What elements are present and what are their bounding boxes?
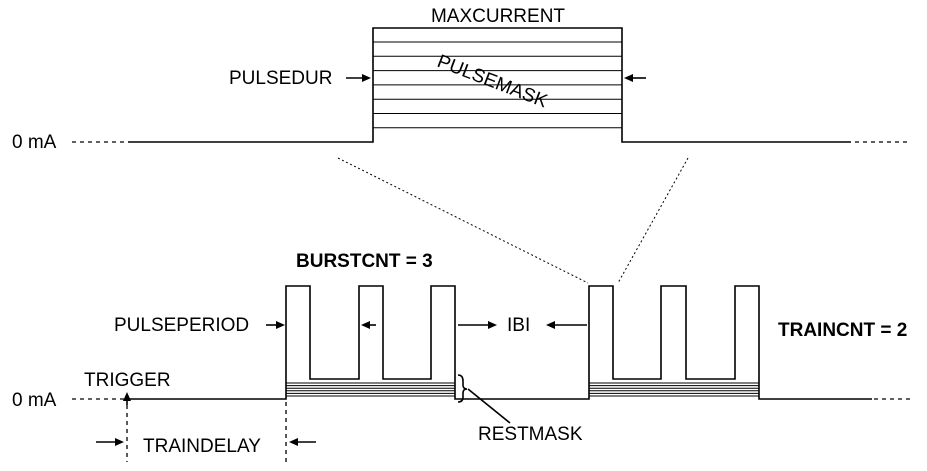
pulsedur-arrowhead-left bbox=[362, 74, 371, 82]
pulseperiod-label: PULSEPERIOD bbox=[114, 315, 249, 336]
zoom-guide-right bbox=[617, 157, 689, 284]
pulseperiod-arrowhead-left bbox=[276, 321, 285, 329]
burstcnt-label: BURSTCNT = 3 bbox=[296, 251, 433, 272]
bottom-zero-ma-label: 0 mA bbox=[12, 390, 57, 411]
traindelay-arrowhead-left bbox=[115, 438, 124, 446]
pulseperiod-arrowhead-right bbox=[361, 321, 370, 329]
pulsemask-hatch bbox=[373, 41, 622, 129]
trigger-arrowhead bbox=[123, 392, 131, 401]
trigger-label: TRIGGER bbox=[84, 370, 171, 391]
ibi-arrowhead-right bbox=[546, 321, 555, 329]
restmask-brace bbox=[457, 374, 468, 403]
pulse-train-diagram: BURSTCNT = 3 TRAINCNT = 2 0 mA PULSEPERI… bbox=[12, 251, 910, 462]
maxcurrent-label: MAXCURRENT bbox=[431, 6, 565, 27]
single-pulse-detail: MAXCURRENT 0 mA PULSEMASK PULSEDUR bbox=[12, 6, 910, 153]
traincnt-label: TRAINCNT = 2 bbox=[778, 320, 907, 341]
restmask-pointer bbox=[467, 388, 511, 424]
restmask-label: RESTMASK bbox=[478, 424, 583, 445]
ibi-label: IBI bbox=[507, 315, 530, 336]
restmask-hatch-train-2 bbox=[589, 382, 759, 397]
top-zero-ma-label: 0 mA bbox=[12, 132, 57, 153]
pulsedur-arrowhead-right bbox=[624, 74, 633, 82]
restmask-hatch-train-1 bbox=[286, 382, 455, 397]
pulsemask-label: PULSEMASK bbox=[434, 51, 550, 112]
ibi-arrowhead-left bbox=[488, 321, 497, 329]
traindelay-arrowhead-right bbox=[289, 438, 298, 446]
top-pulse-waveform bbox=[128, 27, 851, 143]
zoom-guide-left bbox=[337, 157, 589, 284]
bottom-pulse-train-waveform bbox=[126, 285, 872, 400]
pulsedur-label: PULSEDUR bbox=[229, 68, 332, 89]
traindelay-label: TRAINDELAY bbox=[143, 436, 261, 457]
